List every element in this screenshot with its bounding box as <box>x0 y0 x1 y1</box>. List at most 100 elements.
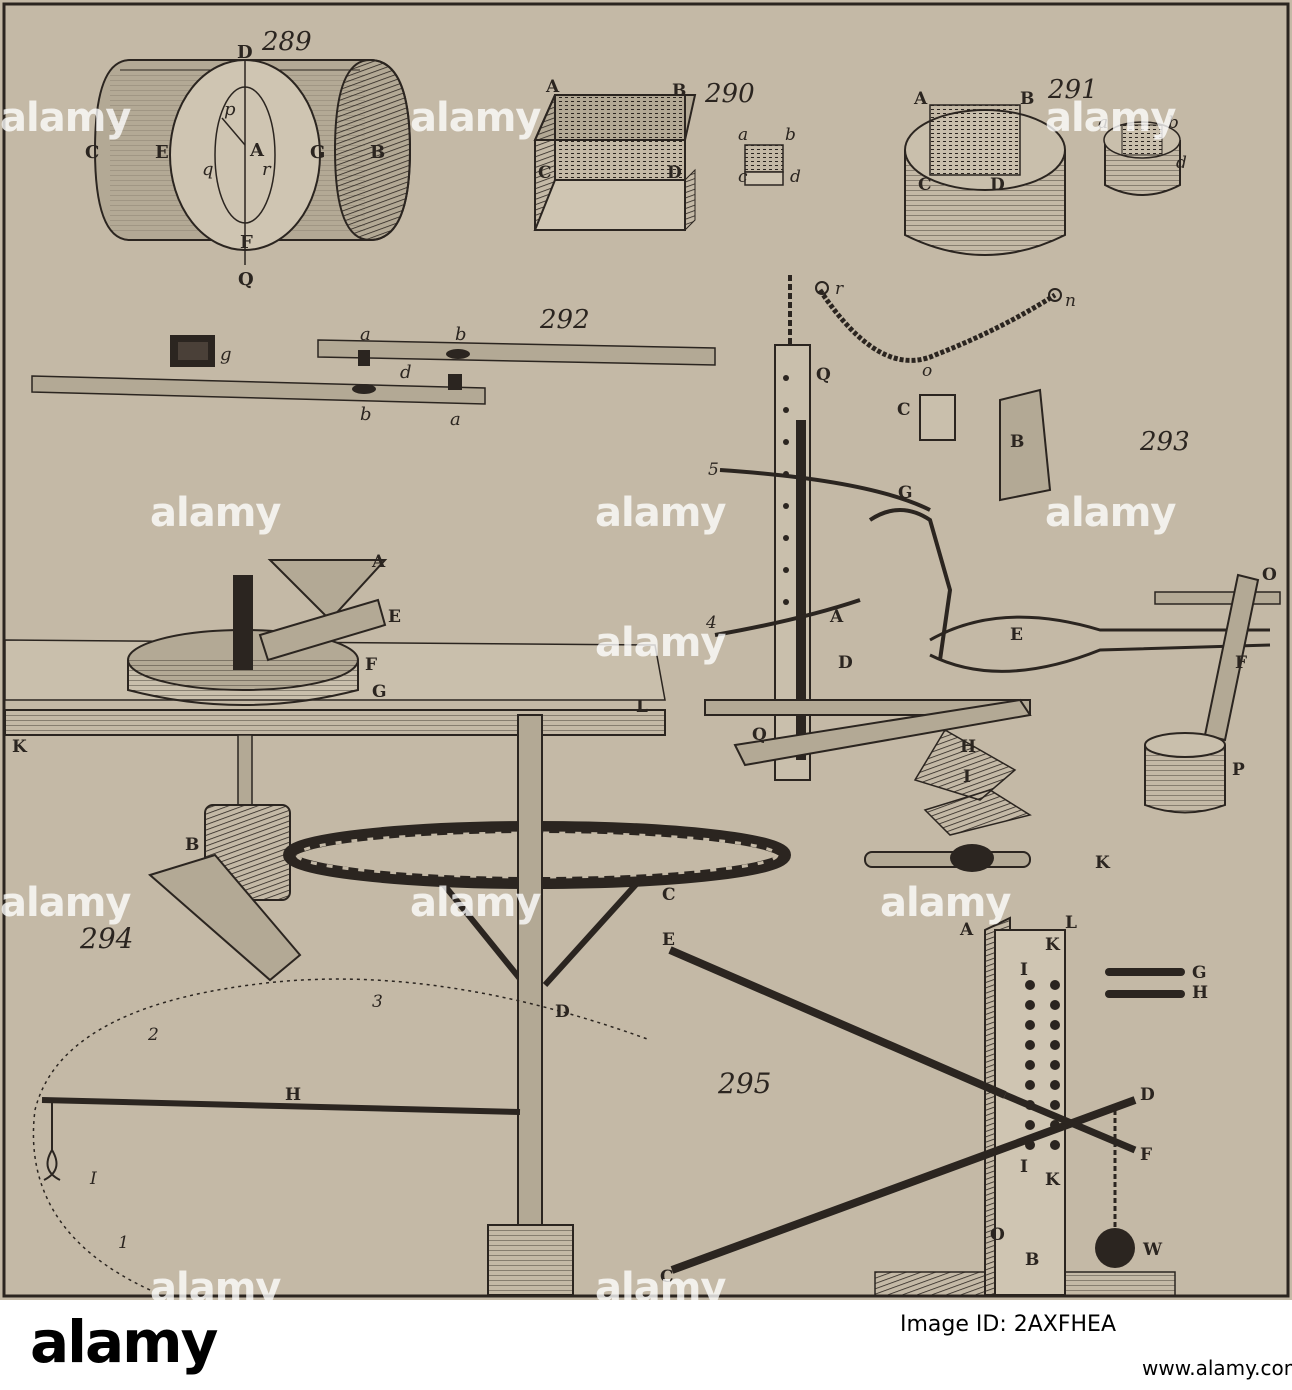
figure-letter-label: C <box>662 885 676 905</box>
watermark: alamy <box>0 880 131 926</box>
figure-letter-label: Q <box>752 725 767 745</box>
watermark: alamy <box>880 880 1011 926</box>
figure-letter-label: Q <box>238 269 254 290</box>
brand-url-text: www.alamy.com <box>1142 1356 1292 1380</box>
figure-letter-label: C <box>918 175 932 195</box>
figure-letter-label: A <box>249 140 265 161</box>
figure-letter-label: A <box>545 77 560 97</box>
figure-letter-label: b <box>785 125 796 145</box>
figure-letter-label: B <box>370 142 385 163</box>
figure-292: 292 g a b d b a <box>31 305 716 430</box>
figure-letter-label: A <box>371 552 386 572</box>
figure-letter-label: D <box>990 175 1005 195</box>
figure-letter-label: D <box>667 163 682 183</box>
figure-letter-label: d <box>790 167 801 187</box>
engraved-plate: 289 D C E A G B p q r F Q 290 <box>0 0 1292 1300</box>
figure-letter-label: g <box>220 344 232 365</box>
figure-290-number: 290 <box>704 79 755 109</box>
figure-letter-label: d <box>1176 153 1187 173</box>
figure-letter-label: r <box>835 279 844 299</box>
figure-letter-label: I <box>89 1169 97 1189</box>
figure-letter-label: r <box>262 159 272 180</box>
figure-letter-label: b <box>455 324 467 345</box>
figure-letter-label: G <box>310 142 325 163</box>
figure-letter-label: q <box>202 159 214 180</box>
figure-letter-label: a <box>1098 113 1108 133</box>
figure-letter-label: C <box>660 1267 674 1287</box>
watermark: alamy <box>0 95 131 141</box>
watermark: alamy <box>410 95 541 141</box>
figure-letter-label: 2 <box>147 1025 159 1045</box>
figure-letter-label: D <box>237 42 253 63</box>
figure-letter-label: F <box>240 232 253 253</box>
figure-letter-label: C <box>538 163 552 183</box>
watermark: alamy <box>1045 490 1176 536</box>
figure-letter-label: b <box>360 404 372 425</box>
figure-letter-label: A <box>913 89 928 109</box>
figure-letter-label: 4 <box>705 613 717 633</box>
figure-letter-label: F <box>365 655 377 675</box>
figure-letter-label: 3 <box>372 992 383 1012</box>
image-id-text: Image ID: 2AXFHEA <box>900 1312 1116 1337</box>
watermark: alamy <box>150 490 281 536</box>
figure-295: 295 A L I K G H E D F I <box>660 913 1208 1297</box>
figure-292-number: 292 <box>539 305 590 335</box>
figure-letter-label: a <box>360 324 371 345</box>
figure-letter-label: b <box>1168 113 1179 133</box>
watermark: alamy <box>1045 95 1176 141</box>
watermark: alamy <box>595 620 726 666</box>
figure-letter-label: F <box>1140 1145 1152 1165</box>
figure-letter-label: E <box>1010 625 1023 645</box>
figure-letter-label: K <box>12 737 28 757</box>
figure-letter-label: B <box>1020 89 1034 109</box>
figure-letter-label: G <box>372 682 387 702</box>
figure-letter-label: a <box>738 125 748 145</box>
watermark: alamy <box>595 490 726 536</box>
brand-logo: alamy <box>30 1308 218 1376</box>
figure-letter-label: G <box>898 483 913 503</box>
figure-letter-label: L <box>1065 913 1077 933</box>
figure-letter-label: G <box>1192 963 1207 983</box>
figure-295-number: 295 <box>717 1067 771 1100</box>
figure-letter-label: 5 <box>708 460 719 480</box>
figure-289-number: 289 <box>261 27 312 57</box>
figure-letter-label: I <box>1020 960 1028 980</box>
figure-letter-label: E <box>155 142 169 163</box>
figure-letter-label: B <box>672 81 686 101</box>
figure-letter-label: E <box>662 930 675 950</box>
figure-293: 293 r n o Q C <box>704 275 1281 873</box>
figure-289: 289 D C E A G B p q r F Q <box>85 27 412 290</box>
figure-291-number: 291 <box>1047 75 1098 105</box>
figure-letter-label: W <box>1142 1240 1163 1260</box>
figure-letter-label: K <box>1095 853 1111 873</box>
figure-letter-label: D <box>1140 1085 1155 1105</box>
figure-letter-label: E <box>388 607 401 627</box>
figure-letter-label: d <box>400 362 412 383</box>
figure-291: 291 A B C D a b d <box>904 75 1187 256</box>
figure-294: 294 A E F G K L B C D 3 <box>4 552 791 1296</box>
figure-letter-label: H <box>285 1085 301 1105</box>
figure-letter-label: P <box>1232 760 1245 780</box>
figure-letter-label: O <box>1262 565 1277 585</box>
figure-letter-label: c <box>738 167 748 187</box>
figure-294-number: 294 <box>79 922 133 955</box>
figure-letter-label: A <box>959 920 974 940</box>
figure-letter-label: C <box>897 400 911 420</box>
figure-letter-label: o <box>922 361 932 381</box>
figure-letter-label: F <box>1235 653 1247 673</box>
figure-letter-label: n <box>1065 291 1076 311</box>
figure-letter-label: H <box>960 737 976 757</box>
figure-letter-label: B <box>1025 1250 1039 1270</box>
figure-letter-label: D <box>555 1002 570 1022</box>
figure-letter-label: p <box>224 99 236 120</box>
figure-293-number: 293 <box>1139 427 1190 457</box>
figure-290: 290 A B C D a b c d <box>533 77 801 232</box>
figure-letter-label: L <box>636 697 648 717</box>
figure-letter-label: B <box>185 835 199 855</box>
figure-letter-label: D <box>838 653 853 673</box>
figure-letter-label: K <box>1045 935 1061 955</box>
figure-letter-label: K <box>1045 1170 1061 1190</box>
figure-letter-label: Q <box>816 365 831 385</box>
figure-letter-label: C <box>85 142 99 163</box>
figure-letter-label: I <box>963 767 971 787</box>
